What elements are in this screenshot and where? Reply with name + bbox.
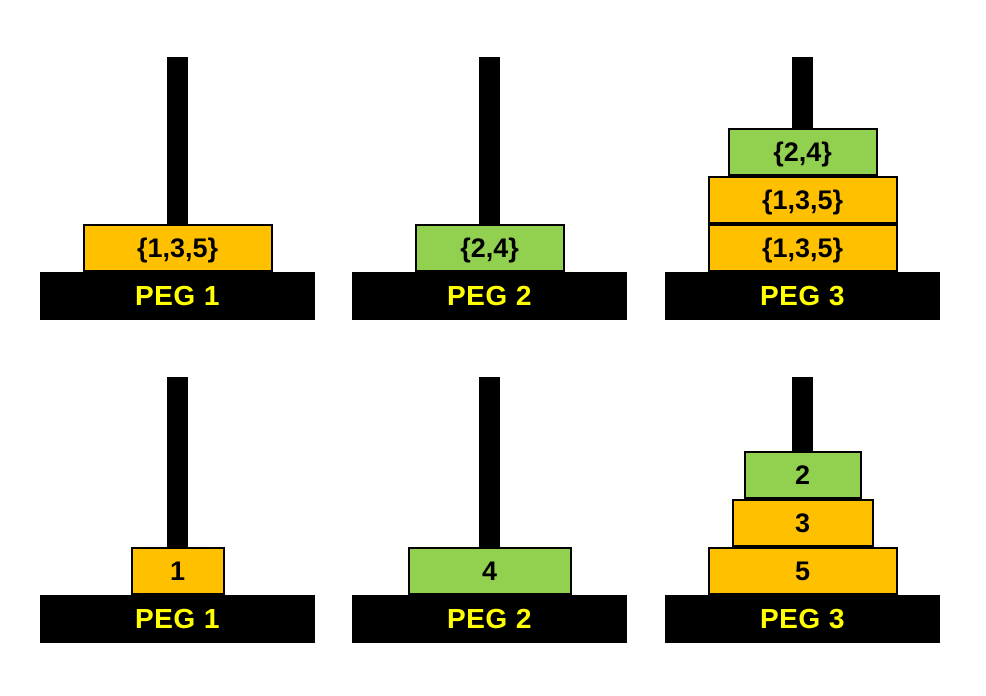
disk-label: 1 (169, 555, 186, 586)
peg-label: PEG 1 (135, 280, 220, 311)
peg-base: PEG 3 (665, 595, 940, 643)
disk-label: 4 (481, 555, 498, 586)
disk: {1,3,5} (707, 224, 898, 272)
peg-group-top-2: {2,4} PEG 2 (352, 57, 627, 320)
disk-label: {2,4} (773, 136, 832, 167)
peg-label: PEG 2 (447, 280, 532, 311)
diagram-row-top: {1,3,5} PEG 1 {2,4} PEG 2 {2,4} (0, 57, 986, 320)
disk-label: 2 (794, 459, 811, 490)
disk: 1 (130, 547, 225, 595)
peg-group-top-1: {1,3,5} PEG 1 (40, 57, 315, 320)
disk: {1,3,5} (82, 224, 273, 272)
peg-label: PEG 1 (135, 603, 220, 634)
disk-stack: 4 (352, 547, 627, 595)
disk-stack: 2 3 5 (665, 451, 940, 595)
peg-pole (167, 57, 188, 272)
disk: {2,4} (414, 224, 565, 272)
disk-stack: {2,4} {1,3,5} {1,3,5} (665, 128, 940, 272)
disk: 3 (731, 499, 874, 547)
peg-group-bottom-3: 2 3 5 PEG 3 (665, 377, 940, 643)
peg-base: PEG 1 (40, 595, 315, 643)
peg-base: PEG 2 (352, 595, 627, 643)
disk-stack: 1 (40, 547, 315, 595)
disk: {2,4} (727, 128, 878, 176)
peg-base: PEG 3 (665, 272, 940, 320)
peg-base: PEG 1 (40, 272, 315, 320)
peg-label: PEG 2 (447, 603, 532, 634)
peg-label: PEG 3 (760, 280, 845, 311)
peg-pole (479, 377, 500, 595)
disk-label: {1,3,5} (136, 232, 219, 263)
diagram-row-bottom: 1 PEG 1 4 PEG 2 2 (0, 377, 986, 643)
peg-base: PEG 2 (352, 272, 627, 320)
peg-pole (167, 377, 188, 595)
peg-group-top-3: {2,4} {1,3,5} {1,3,5} PEG 3 (665, 57, 940, 320)
disk: 4 (407, 547, 572, 595)
disk-label: 3 (794, 507, 811, 538)
peg-group-bottom-1: 1 PEG 1 (40, 377, 315, 643)
peg-label: PEG 3 (760, 603, 845, 634)
disk: 5 (707, 547, 898, 595)
disk-stack: {1,3,5} (40, 224, 315, 272)
disk-stack: {2,4} (352, 224, 627, 272)
disk: {1,3,5} (707, 176, 898, 224)
disk-label: {1,3,5} (761, 232, 844, 263)
disk-label: {1,3,5} (761, 184, 844, 215)
peg-group-bottom-2: 4 PEG 2 (352, 377, 627, 643)
disk-label: {2,4} (460, 232, 519, 263)
disk-label: 5 (794, 555, 811, 586)
peg-pole (479, 57, 500, 272)
disk: 2 (743, 451, 862, 499)
